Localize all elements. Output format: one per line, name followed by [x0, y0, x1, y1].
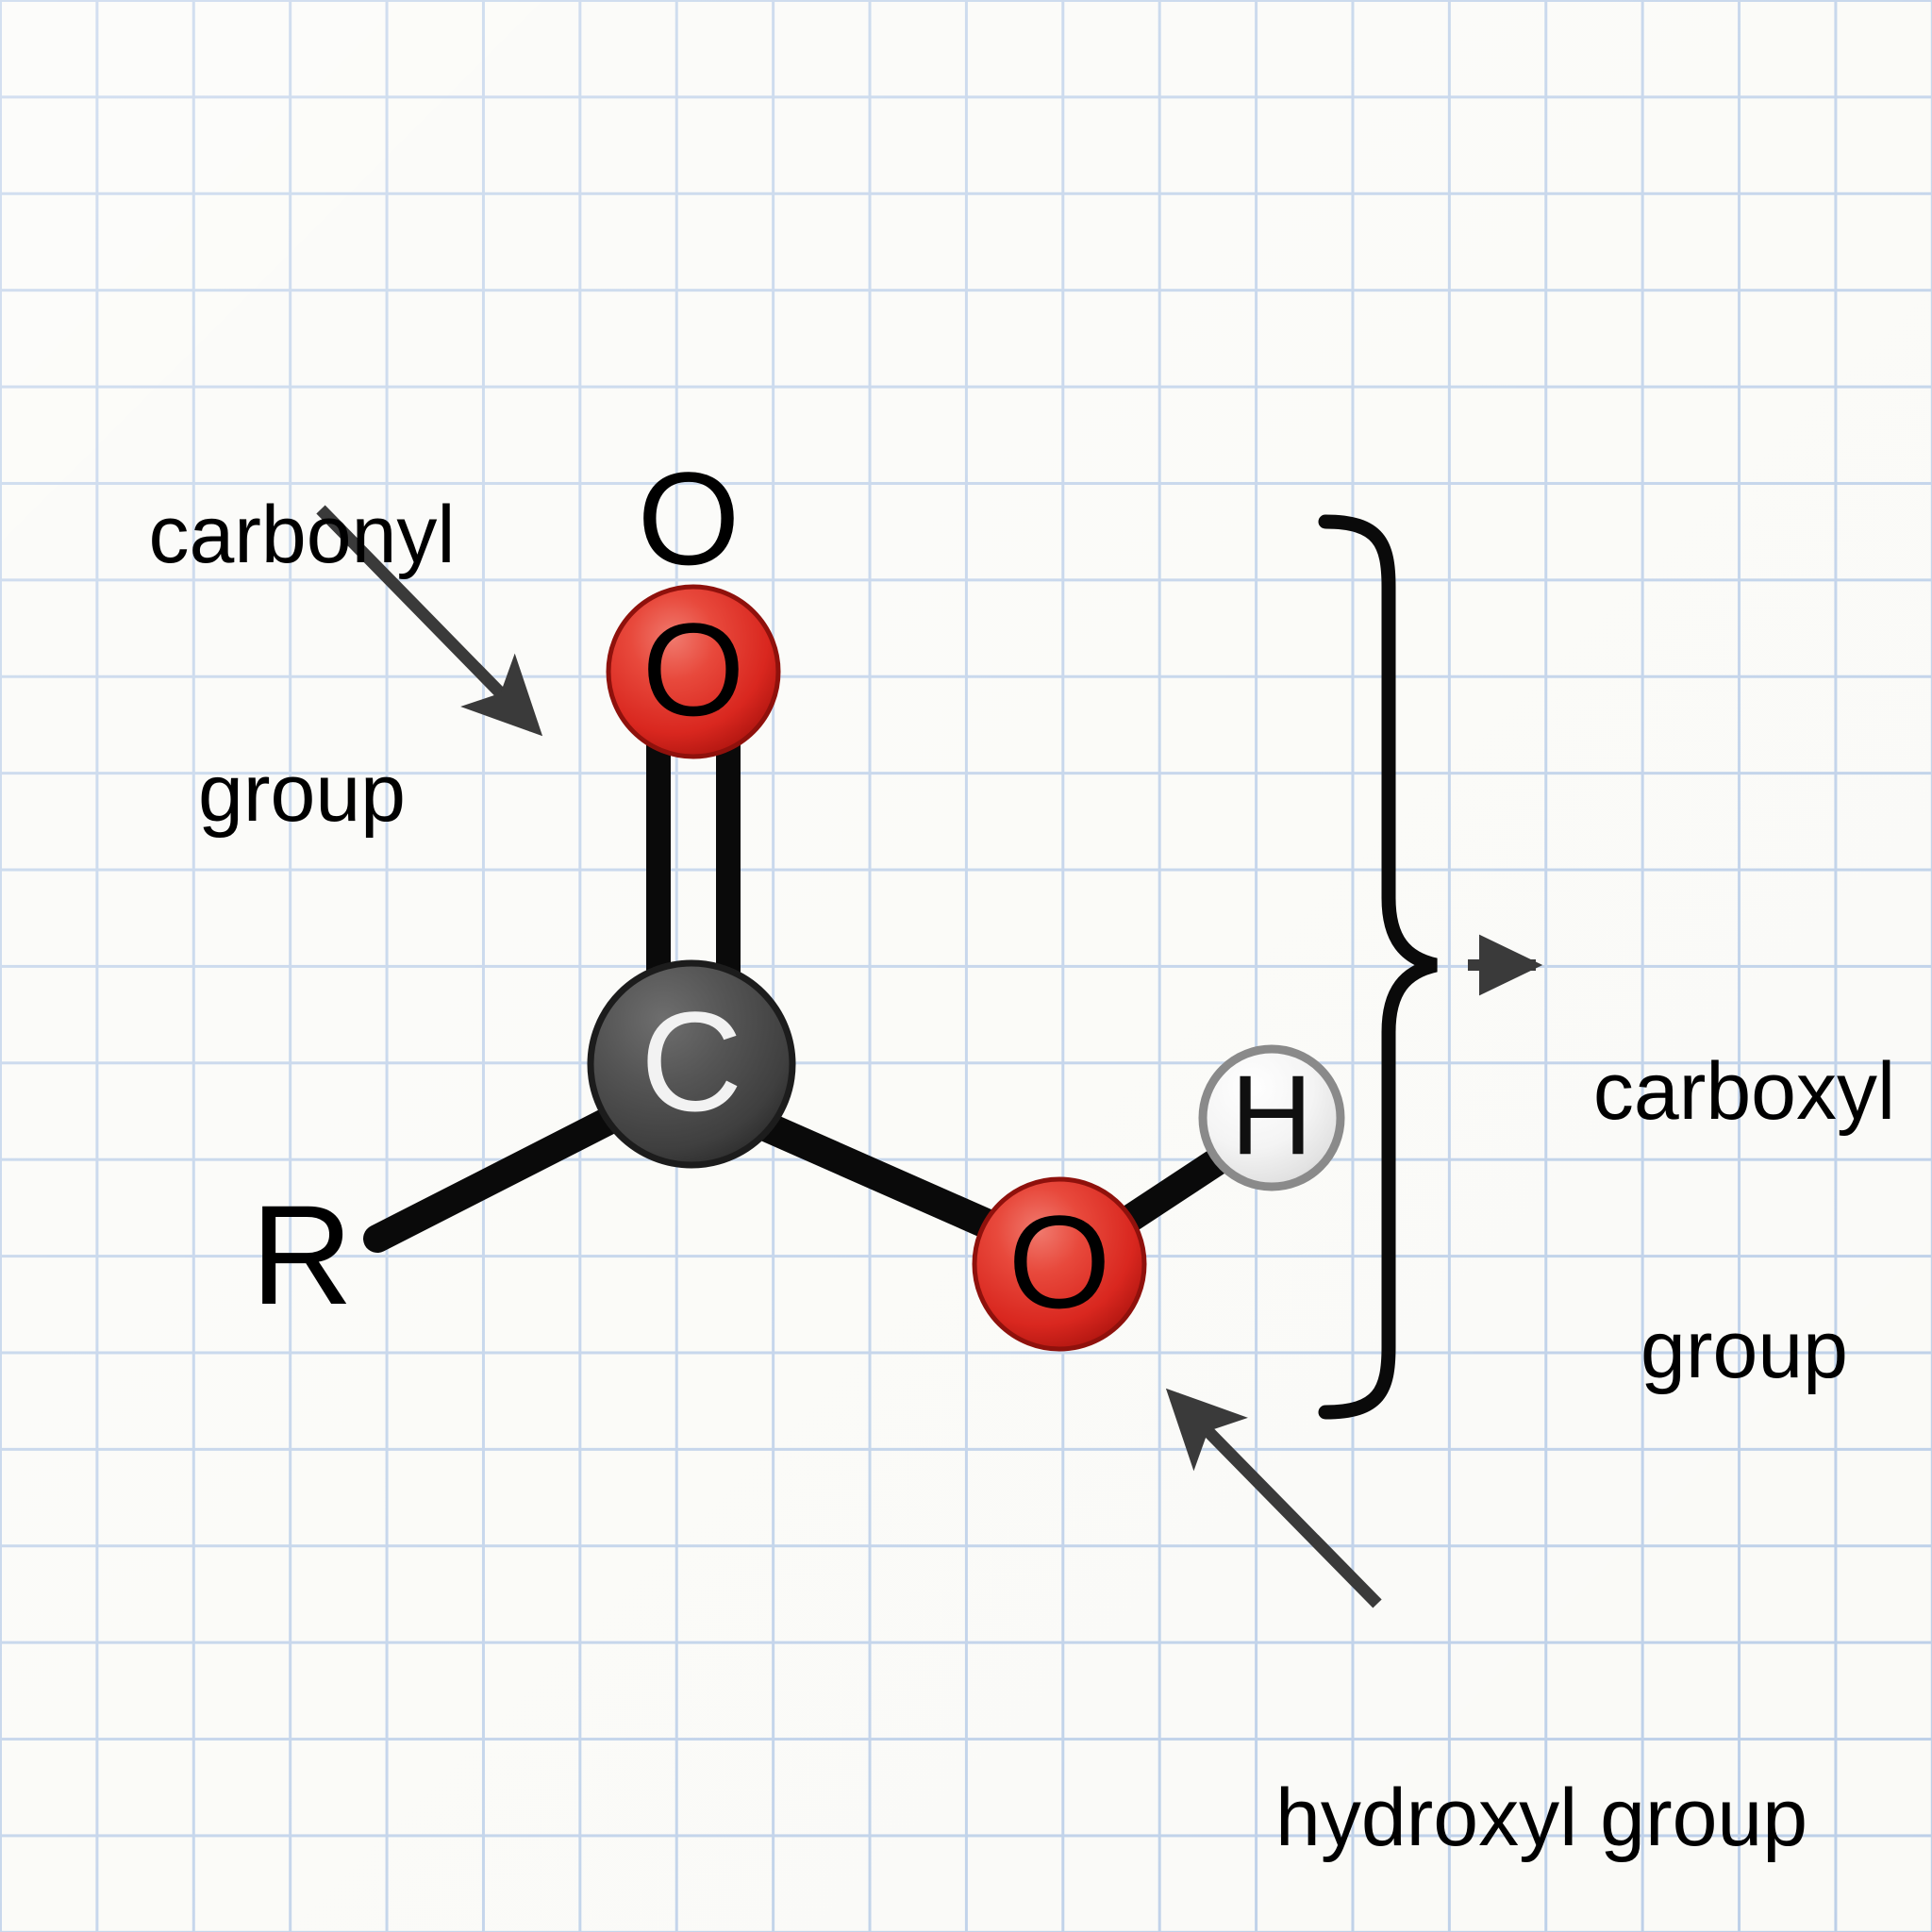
hydroxyl-group-label: hydroxyl group — [1275, 1604, 1879, 1932]
carbonyl-group-label-line1: carbonyl — [148, 490, 456, 581]
carbonyl-group-label: carbonyl group — [142, 321, 462, 1008]
carboxyl-group-label-line2: group — [1641, 1304, 1848, 1395]
carboxyl-brace — [1318, 514, 1438, 1420]
atom-oxygen-hydroxyl[interactable] — [972, 1176, 1147, 1352]
hydroxyl-arrow — [1165, 1388, 1382, 1608]
atom-carbon[interactable] — [587, 959, 796, 1169]
carbonyl-group-label-line2: group — [198, 747, 406, 839]
atom-hydrogen[interactable] — [1198, 1044, 1345, 1191]
carbonyl-arrow — [316, 505, 543, 737]
atom-oxygen-carbonyl[interactable] — [606, 584, 781, 759]
hydroxyl-group-label-line1: hydroxyl group — [1275, 1773, 1808, 1864]
carboxyl-group-label: carboxyl group — [1589, 877, 1900, 1565]
carboxyl-group-label-line1: carboxyl — [1592, 1046, 1896, 1138]
